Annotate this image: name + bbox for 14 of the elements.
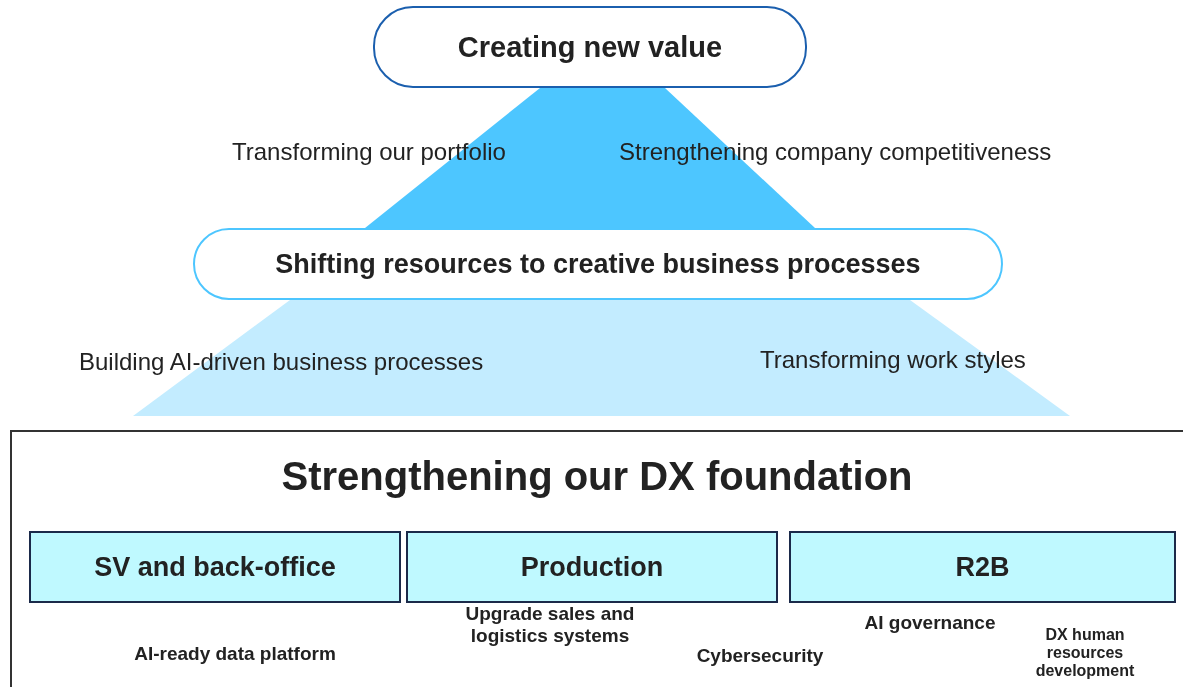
goal-pill: Creating new value xyxy=(373,6,807,88)
category-header: SV and back-office xyxy=(29,531,401,603)
initiative-label: AI governance xyxy=(863,612,997,634)
strategy-pill: Shifting resources to creative business processes xyxy=(193,228,1003,300)
panel-title: Strengthening our DX foundation xyxy=(280,454,914,500)
initiative-label: Cybersecurity xyxy=(695,645,825,667)
foundation-panel xyxy=(10,430,1183,687)
initiative-label: Upgrade sales and logistics systems xyxy=(464,603,636,647)
band-text: Building AI-driven business processes xyxy=(79,348,484,376)
initiative-label: AI-ready data platform xyxy=(133,643,337,665)
category-header: R2B xyxy=(789,531,1176,603)
initiative-label: DX human resources development xyxy=(1034,626,1136,680)
category-header: Production xyxy=(406,531,778,603)
band-text: Transforming work styles xyxy=(760,346,1026,374)
